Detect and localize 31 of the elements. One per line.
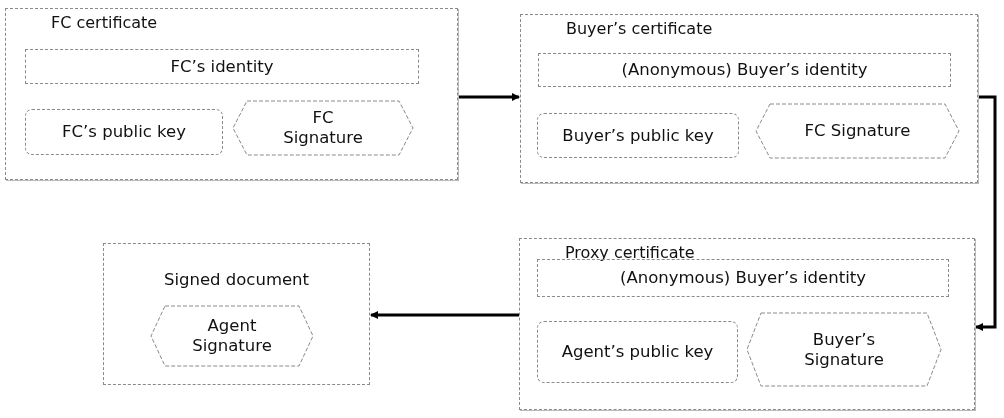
field-label: (Anonymous) Buyer’s identity [620, 60, 869, 80]
arrow [370, 311, 519, 319]
identity-field [25, 49, 419, 84]
signature-hexagon [151, 306, 313, 366]
arrow [458, 93, 520, 101]
field-label: FC Signature [282, 108, 364, 148]
field-label: (Anonymous) Buyer’s identity [619, 268, 867, 288]
field-label: FC’s public key [61, 122, 187, 142]
certificate-panel [5, 8, 458, 180]
signature-hexagon [747, 313, 941, 386]
field-label: Agent’s public key [560, 342, 715, 362]
panel-heading: Signed document [162, 270, 311, 290]
key-box [25, 109, 223, 155]
arrow [975, 95, 997, 331]
signature-hexagon [233, 101, 413, 155]
panel-heading: FC certificate [51, 13, 158, 33]
field-label: Buyer’s public key [561, 125, 715, 146]
panel-heading: Proxy certificate [565, 243, 695, 263]
certificate-panel [520, 14, 978, 183]
key-box [537, 321, 738, 383]
field-label: Agent Signature [191, 316, 273, 356]
field-label: FC Signature [803, 121, 912, 141]
certificate-panel [519, 238, 975, 410]
field-label: Buyer’s Signature [803, 329, 885, 370]
panel-heading: Buyer’s certificate [566, 19, 713, 39]
field-label: FC’s identity [169, 56, 275, 77]
document-panel [103, 243, 370, 385]
identity-field [538, 53, 951, 87]
identity-field [537, 259, 949, 297]
key-box [537, 113, 739, 158]
signature-hexagon [756, 104, 959, 158]
